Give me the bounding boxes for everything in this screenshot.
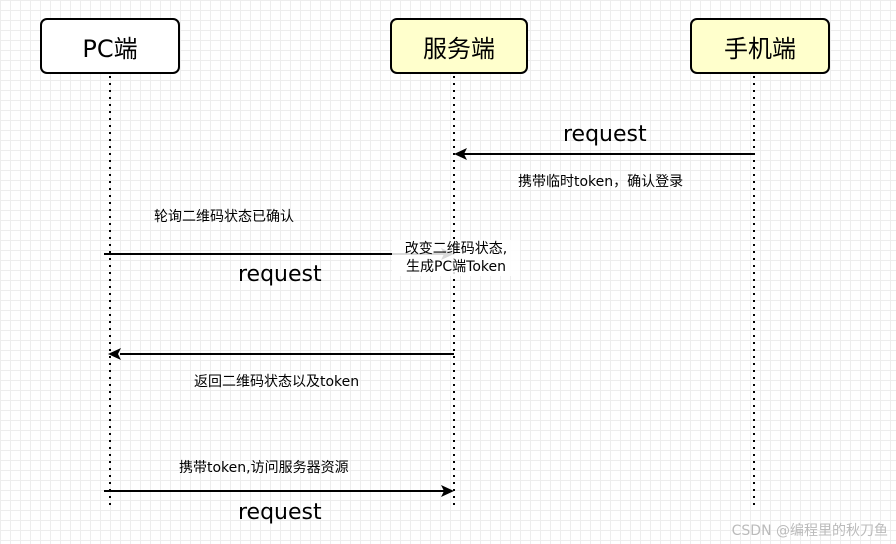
arrowhead-3 — [108, 348, 121, 360]
actor-server: 服务端 — [390, 18, 528, 74]
msg1-text: 携带临时token，确认登录 — [518, 174, 684, 190]
msg4-text: 携带token,访问服务器资源 — [179, 460, 349, 476]
msg2-arrow-label: request — [238, 262, 322, 287]
actor-mobile: 手机端 — [690, 18, 830, 74]
actor-pc-label: PC端 — [82, 34, 138, 63]
arrowhead-1 — [454, 148, 467, 160]
msg2-text: 轮询二维码状态已确认 — [154, 209, 294, 225]
arrowhead-4 — [441, 485, 454, 497]
msg3-text: 返回二维码状态以及token — [194, 374, 360, 390]
actor-pc: PC端 — [40, 18, 180, 74]
msg4-arrow-label: request — [238, 500, 322, 525]
server-note: 改变二维码状态, 生成PC端Token — [392, 240, 520, 276]
actor-server-label: 服务端 — [423, 34, 495, 63]
server-note-line1: 改变二维码状态, — [404, 241, 508, 257]
watermark: CSDN @编程里的秋刀鱼 — [731, 523, 888, 539]
actor-mobile-label: 手机端 — [724, 34, 796, 63]
msg1-arrow-label: request — [563, 122, 647, 147]
server-note-line2: 生成PC端Token — [405, 259, 507, 275]
